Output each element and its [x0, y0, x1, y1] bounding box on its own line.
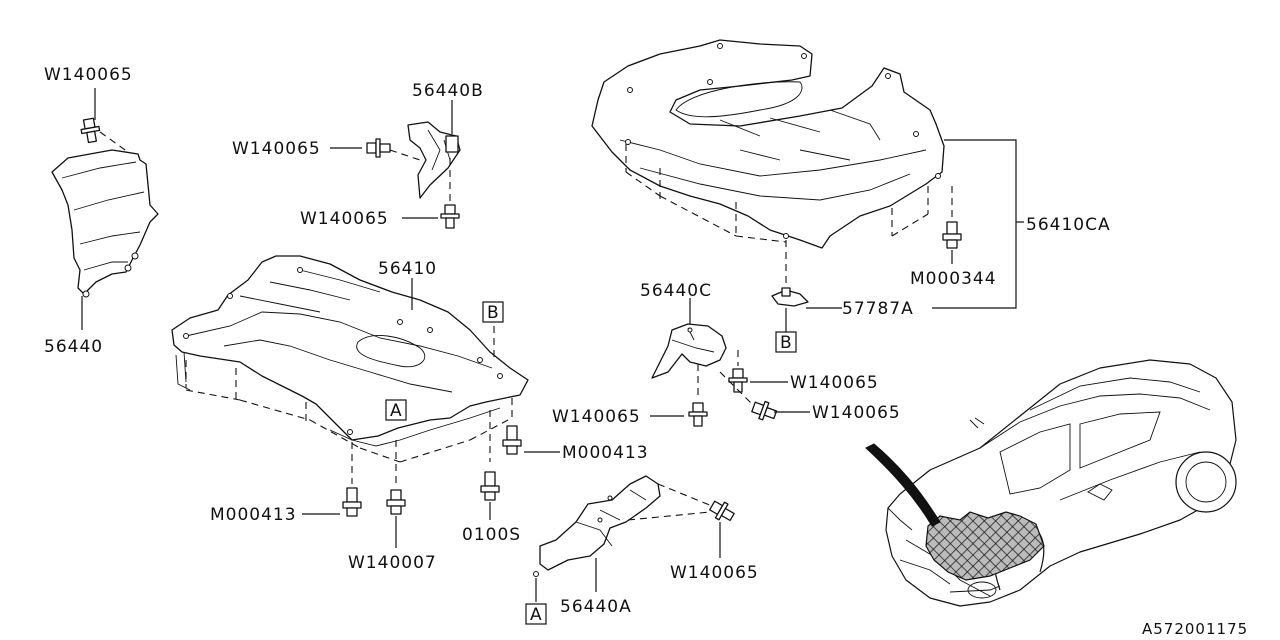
label-56410ca: 56410CA	[1026, 215, 1111, 235]
label-w140065-56440a: W140065	[670, 563, 759, 583]
label-m000413-left: M000413	[210, 505, 297, 525]
ref-box-b-mid: B	[482, 301, 504, 323]
label-w140065-56440b-left: W140065	[232, 139, 321, 159]
label-56440c: 56440C	[640, 281, 712, 301]
label-m000344: M000344	[910, 269, 997, 289]
diagram-id: A572001175	[1142, 620, 1248, 638]
clip-w140007[interactable]	[386, 489, 406, 515]
label-0100s: 0100S	[462, 525, 521, 545]
label-m000413-right: M000413	[562, 443, 649, 463]
ref-b-right-text: B	[780, 333, 793, 353]
car-outline-icon	[885, 359, 1237, 607]
ref-a-bottom-text: A	[530, 605, 543, 625]
bolt-w140065-56440c-2[interactable]	[688, 402, 708, 427]
label-w140065-56440c-1: W140065	[790, 373, 879, 393]
label-56440a: 56440A	[560, 597, 632, 617]
label-56410: 56410	[378, 259, 437, 279]
ref-b-mid-text: B	[487, 303, 500, 323]
bolt-m000413-left[interactable]	[342, 487, 362, 517]
label-w140065-56440b-bottom: W140065	[300, 209, 389, 229]
clip-57787a[interactable]	[771, 287, 809, 307]
pointer-arrow	[865, 443, 941, 527]
label-w140007: W140007	[348, 553, 437, 573]
label-w140065-top-left: W140065	[44, 65, 133, 85]
label-57787a: 57787A	[842, 299, 914, 319]
bracket-56440[interactable]	[51, 149, 159, 298]
bolt-w140065-56440a[interactable]	[707, 497, 738, 526]
label-56440: 56440	[44, 337, 103, 357]
bolt-w140065-56440c-3[interactable]	[749, 397, 779, 424]
ref-a-mid-text: A	[390, 401, 403, 421]
under-cover-56410ca[interactable]	[591, 39, 945, 249]
bolt-w140065-56440b-bottom[interactable]	[440, 204, 460, 229]
bolt-0100s[interactable]	[480, 471, 500, 501]
bolt-w140065-top-left[interactable]	[78, 116, 102, 145]
bolt-w140065-56440c-1[interactable]	[728, 368, 748, 393]
bolt-m000413-right[interactable]	[502, 425, 522, 455]
bracket-56440b[interactable]	[407, 121, 461, 199]
bracket-56440a[interactable]	[533, 475, 661, 577]
clip-m000344[interactable]	[942, 221, 962, 249]
bracket-56440c[interactable]	[651, 323, 727, 379]
label-w140065-56440c-3: W140065	[812, 403, 901, 423]
label-w140065-56440c-2: W140065	[552, 407, 641, 427]
label-56440b: 56440B	[412, 81, 484, 101]
ref-box-a-bottom: A	[525, 603, 547, 625]
under-cover-56410[interactable]	[171, 255, 529, 447]
undercover-highlight-icon	[925, 511, 1045, 581]
ref-box-a-mid: A	[385, 399, 407, 421]
bolt-w140065-56440b-left[interactable]	[366, 138, 391, 158]
ref-box-b-right: B	[775, 331, 797, 353]
